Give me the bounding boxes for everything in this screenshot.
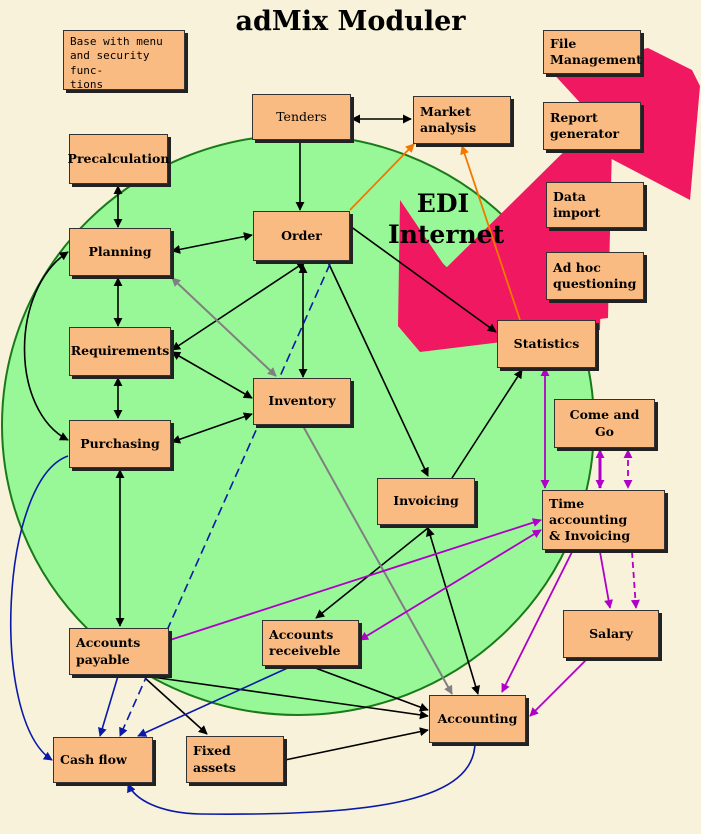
inventory-box: Inventory <box>253 378 351 425</box>
requirements-box: Requirements <box>69 327 171 376</box>
tenders-box: Tenders <box>252 94 351 140</box>
ad-hoc-questioning-box: Ad hoc questioning <box>546 252 644 300</box>
edi-internet-label: EDI Internet <box>388 188 498 251</box>
accounts-payable-box: Accounts payable <box>69 628 169 675</box>
purchasing-box: Purchasing <box>69 420 171 468</box>
time-accounting-box: Time accounting & Invoicing <box>542 490 665 550</box>
planning-box: Planning <box>69 228 171 276</box>
salary-box: Salary <box>563 610 659 658</box>
data-import-box: Data import <box>546 182 644 228</box>
precalculation-box: Precalculation <box>69 134 168 184</box>
order-box: Order <box>253 211 350 261</box>
cash-flow-box: Cash flow <box>53 737 153 783</box>
market-analysis-box: Market analysis <box>413 96 511 144</box>
accounting-box: Accounting <box>429 695 526 743</box>
file-management-box: File Management <box>543 30 641 74</box>
invoicing-box: Invoicing <box>377 478 475 525</box>
statistics-box: Statistics <box>497 320 596 368</box>
fixed-assets-box: Fixed assets <box>186 736 284 783</box>
report-generator-box: Report generator <box>543 102 641 150</box>
base-note: Base with menu and security func- tions <box>63 30 185 90</box>
come-and-go-box: Come and Go <box>554 399 655 448</box>
accounts-receivable-box: Accounts receiveble <box>262 620 359 666</box>
